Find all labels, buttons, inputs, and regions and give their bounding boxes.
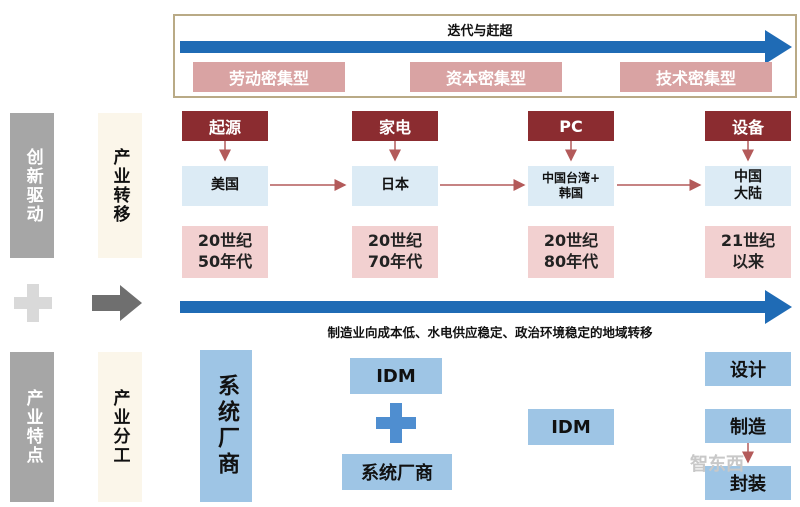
division-design: 设计 <box>705 352 791 386</box>
transfer-arrow-label: 制造业向成本低、水电供应稳定、政治环境稳定的地域转移 <box>327 325 653 340</box>
plus-icon <box>14 284 52 322</box>
label-industry-division: 产业分工 <box>98 352 142 502</box>
product-equipment: 设备 <box>705 111 791 141</box>
region-japan: 日本 <box>352 166 438 206</box>
region-taiwan-korea: 中国台湾+ 韩国 <box>528 166 614 206</box>
region-mainland-china: 中国 大陆 <box>705 166 791 206</box>
plus-blue-icon <box>376 403 416 443</box>
era-1980s: 20世纪 80年代 <box>528 226 614 278</box>
division-idm: IDM <box>528 409 614 445</box>
iteration-label: 迭代与赶超 <box>447 24 513 39</box>
label-industry-feature: 产业特点 <box>10 352 54 502</box>
product-origin: 起源 <box>182 111 268 141</box>
division-system-vendor: 系统厂商 <box>200 350 252 502</box>
era-1970s: 20世纪 70年代 <box>352 226 438 278</box>
division-packaging: 封装 <box>705 466 791 500</box>
division-manufacturing: 制造 <box>705 409 791 443</box>
type-labor-intensive: 劳动密集型 <box>193 62 345 92</box>
iteration-arrow <box>180 30 792 64</box>
type-tech-intensive: 技术密集型 <box>620 62 772 92</box>
type-capital-intensive: 资本密集型 <box>410 62 562 92</box>
division-idm-top: IDM <box>350 358 442 394</box>
region-usa: 美国 <box>182 166 268 206</box>
right-arrow-icon <box>92 285 142 321</box>
label-industry-transfer: 产业转移 <box>98 113 142 258</box>
era-1950s: 20世纪 50年代 <box>182 226 268 278</box>
watermark-logo: 智东西 <box>690 454 744 475</box>
division-system-vendor-bottom: 系统厂商 <box>342 454 452 490</box>
product-pc: PC <box>528 111 614 141</box>
product-appliance: 家电 <box>352 111 438 141</box>
transfer-arrow <box>180 290 792 324</box>
era-21st-century: 21世纪 以来 <box>705 226 791 278</box>
label-innovation-driven: 创新驱动 <box>10 113 54 258</box>
